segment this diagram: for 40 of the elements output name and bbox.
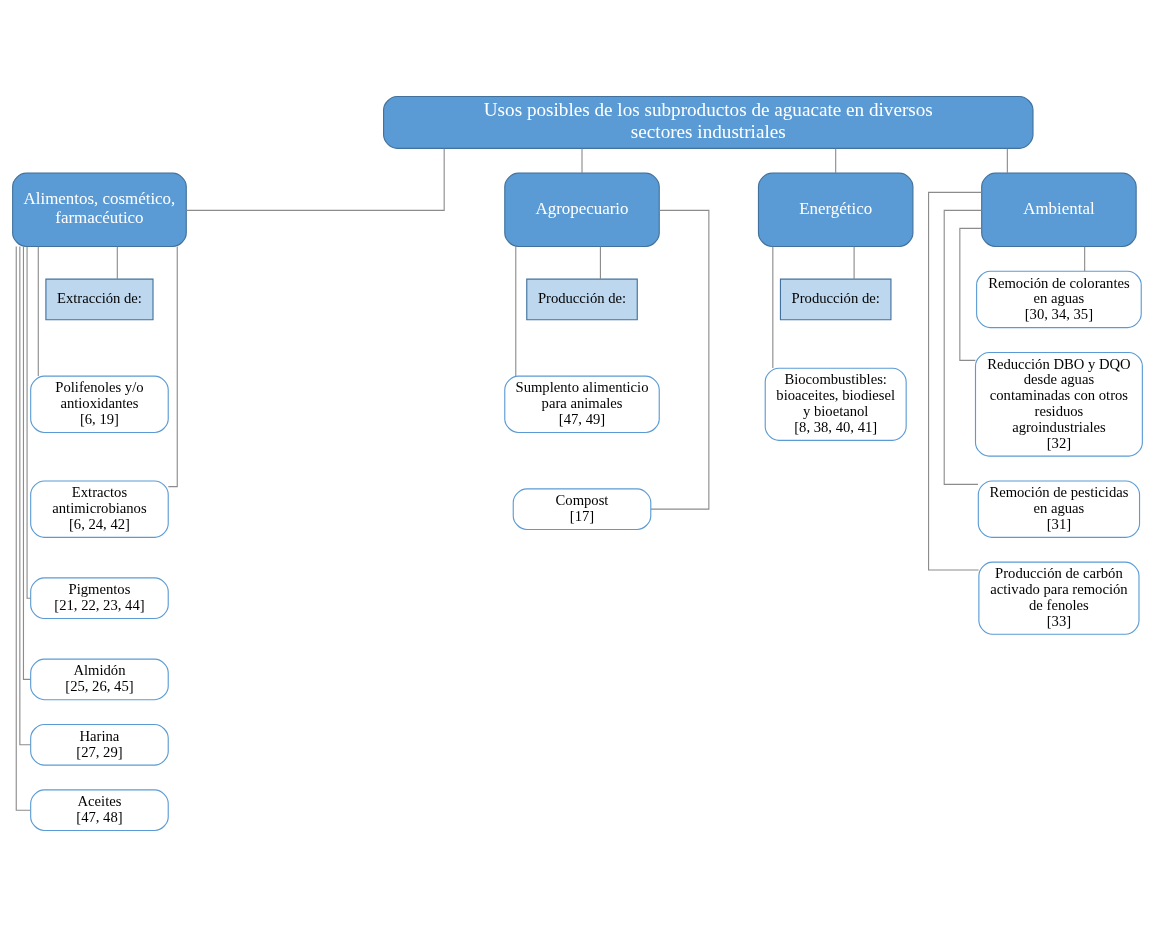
node-box: Remoción de colorantes en aguas [30, 34, 35] [976, 270, 1142, 329]
node-box: Extracción de: [45, 278, 154, 321]
connector [772, 246, 774, 369]
connector [37, 246, 39, 377]
connector [515, 246, 517, 377]
connector [185, 148, 445, 211]
node-box: Harina [27, 29] [30, 723, 169, 766]
connector [22, 246, 32, 680]
connector [959, 227, 982, 361]
node-box: Producción de: [779, 278, 892, 321]
node-box: Ambiental [981, 172, 1137, 248]
node-box: Compost [17] [512, 488, 652, 531]
connector [19, 246, 32, 746]
connector [943, 209, 983, 485]
node-box: Aceites [47, 48] [30, 789, 169, 832]
node-box: Almidón [25, 26, 45] [30, 658, 169, 701]
connector [1084, 246, 1086, 272]
node-box: Producción de carbón activado para remoción de fenoles [33] [978, 561, 1140, 635]
connector [835, 148, 837, 174]
node-box: Polifenoles y/o antioxidantes [6, 19] [30, 375, 169, 434]
node-box: Sumplento alimenticio para animales [47, 49] [504, 375, 660, 434]
node-box: Producción de: [526, 278, 638, 321]
connector [928, 191, 983, 571]
connector [650, 209, 710, 510]
connector [167, 246, 178, 488]
connector [581, 148, 583, 174]
node-box: Remoción de pesticidas en aguas [31] [977, 480, 1141, 538]
connector [116, 246, 118, 280]
connector [853, 246, 855, 280]
node-box: Reducción DBO y DQO desde aguas contaminadas con otros residuos agroindustriales [32] [974, 351, 1143, 457]
node-box: Pigmentos [21, 22, 23, 44] [30, 577, 169, 620]
node-box: Alimentos, cosmético, farmacéutico [12, 172, 187, 248]
node-box: Agropecuario [504, 172, 660, 248]
node-box: Energético [757, 172, 914, 248]
connector [26, 246, 32, 599]
node-box: Usos posibles de los subproductos de aguacate en diversos sectores industriales [383, 95, 1034, 149]
node-box: Extractos antimicrobianos [6, 24, 42] [30, 480, 169, 538]
connector [599, 246, 601, 280]
node-box: Biocombustibles: bioaceites, biodiesel y bioetanol [8, 38, 40, 41] [764, 367, 907, 441]
connector [1006, 148, 1008, 174]
